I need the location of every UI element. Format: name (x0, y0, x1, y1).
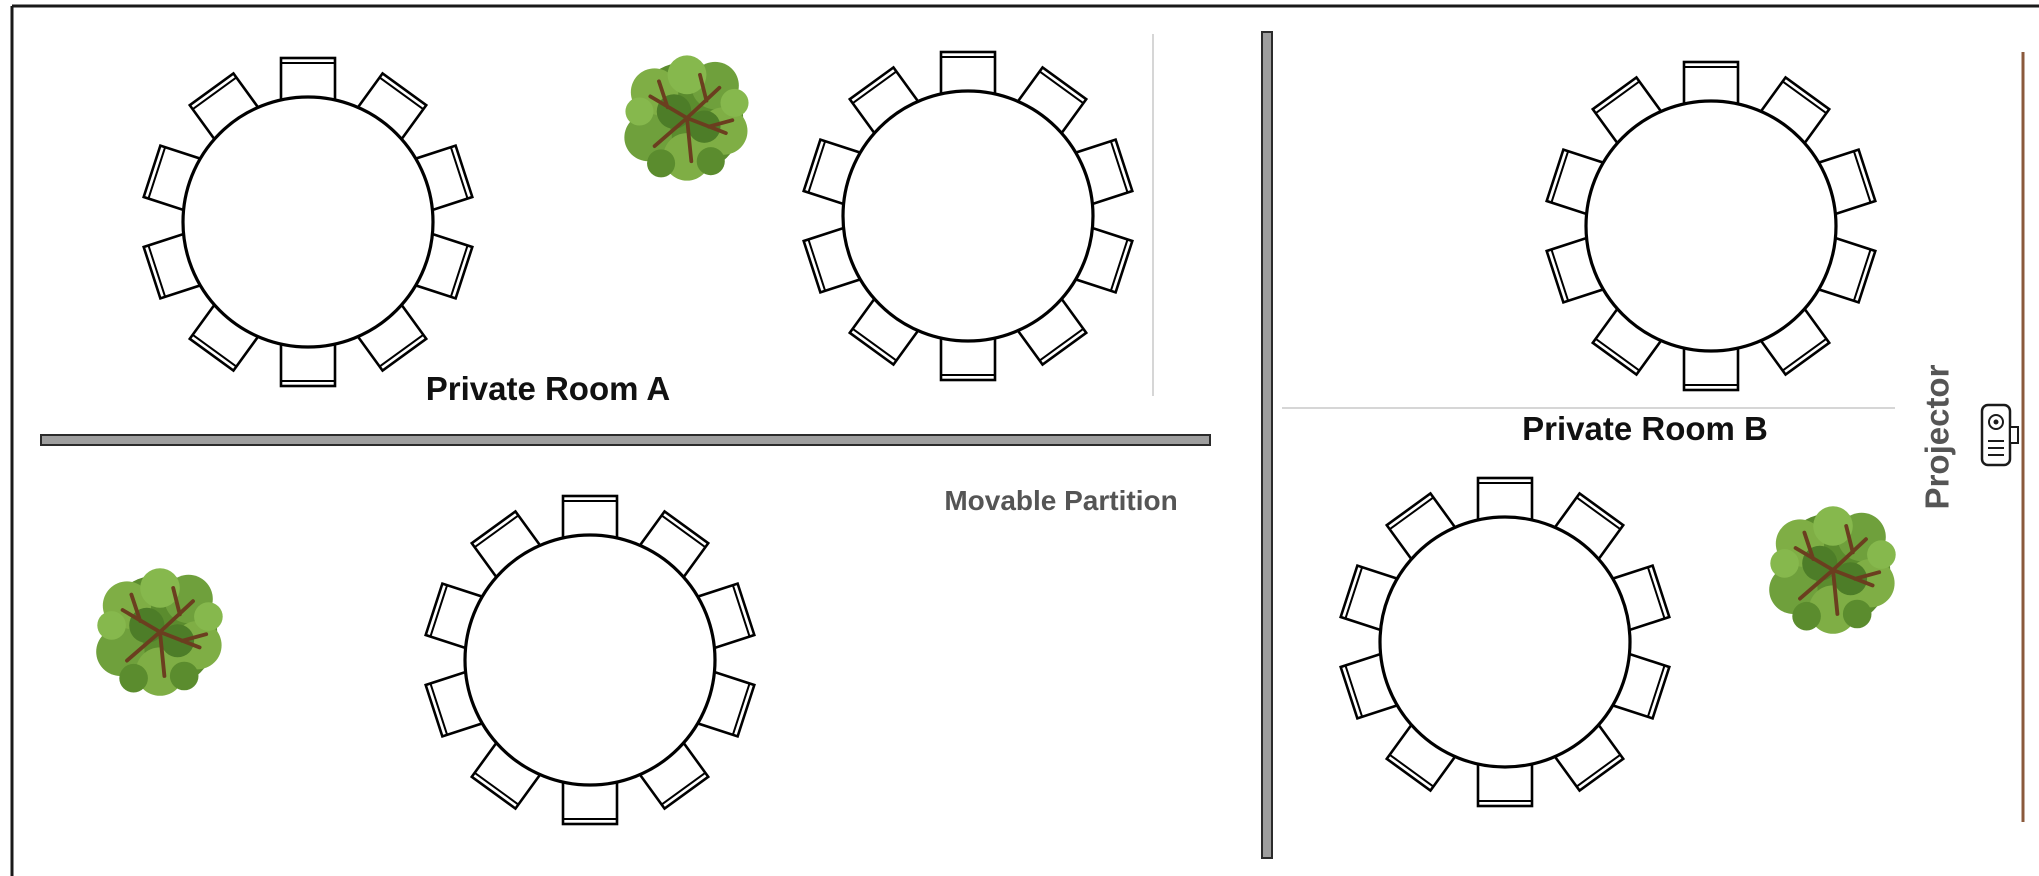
projector-icon[interactable] (1980, 403, 2019, 467)
round-table[interactable] (1584, 99, 1838, 353)
chair[interactable] (279, 56, 337, 104)
tree-icon (1767, 504, 1898, 636)
movable-partition-vertical[interactable] (1261, 31, 1273, 859)
tree-icon (622, 53, 751, 183)
round-table[interactable] (463, 533, 717, 787)
chair[interactable] (1682, 60, 1740, 108)
chair[interactable] (1682, 344, 1740, 392)
room-b-table-1[interactable] (1545, 60, 1877, 392)
round-table[interactable] (841, 89, 1095, 343)
room-b-table-2[interactable] (1339, 476, 1671, 808)
lower-left-table[interactable] (424, 494, 756, 826)
tree-icon (94, 566, 225, 698)
chair[interactable] (1476, 760, 1534, 808)
room-a-table-1[interactable] (142, 56, 474, 388)
chair[interactable] (561, 494, 619, 542)
room-b-label: Private Room B (1522, 410, 1768, 447)
room-a-table-2[interactable] (802, 50, 1134, 382)
chair[interactable] (354, 301, 429, 373)
movable-partition-label: Movable Partition (944, 485, 1177, 516)
projector-label: Projector (1919, 364, 1956, 509)
room-a-label: Private Room A (426, 370, 671, 407)
chair[interactable] (279, 340, 337, 388)
movable-partition-horizontal[interactable] (40, 434, 1211, 446)
outer-walls (10, 4, 2039, 876)
round-table[interactable] (1378, 515, 1632, 769)
chair[interactable] (1476, 476, 1534, 524)
round-table[interactable] (181, 95, 435, 349)
chair[interactable] (939, 334, 997, 382)
